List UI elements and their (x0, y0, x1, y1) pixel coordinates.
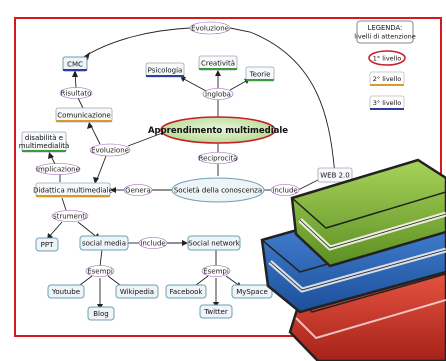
link-ingloba-psicologia (181, 77, 209, 93)
link-strumenti-social (77, 221, 99, 239)
svg-text:Youtube: Youtube (51, 288, 80, 296)
link-ingloba-teorie (229, 79, 249, 91)
books-stack-illustration (260, 158, 446, 361)
link-evoluzione-cmc (81, 27, 191, 59)
node-teorie: Teorie (245, 66, 275, 82)
link-labels: Evoluzione Risultato Ingloba Evoluzione … (35, 21, 300, 277)
svg-text:Genera: Genera (125, 187, 151, 195)
legend-level3: 3° livello (369, 95, 405, 110)
svg-text:CMC: CMC (67, 61, 83, 69)
link-web-evoluzione (229, 27, 336, 176)
node-twitter: Twitter (199, 304, 233, 319)
link-label-implicazione: implicazione (35, 163, 81, 175)
node-disabilita: disabilità e multimedialità (19, 131, 70, 153)
node-social-network: Social network (187, 235, 241, 251)
svg-text:1° livello: 1° livello (373, 55, 402, 63)
node-wikipedia: Wikipedia (115, 284, 159, 299)
link-include-web (297, 179, 319, 191)
svg-text:Reciprocità: Reciprocità (199, 155, 238, 163)
node-didattica: Didattica multimediale (33, 182, 113, 198)
link-social-esempi (99, 249, 103, 267)
link-label-genera: Genera (123, 184, 153, 196)
svg-text:Social network: Social network (188, 240, 240, 248)
link-label-ingloba: Ingloba (202, 88, 234, 100)
svg-text:social media: social media (82, 240, 126, 248)
svg-text:WEB 2.0: WEB 2.0 (320, 172, 350, 180)
svg-text:Ingloba: Ingloba (205, 91, 231, 99)
node-ppt: PPT (35, 237, 59, 252)
svg-text:implicazione: implicazione (36, 166, 80, 174)
svg-text:3° livello: 3° livello (373, 99, 402, 107)
link-label-include-right: Include (270, 184, 300, 196)
link-label-esempi-left: Esempi (85, 265, 115, 277)
svg-text:Esempi: Esempi (203, 268, 229, 276)
legend-subtitle: livelli di attenzione (354, 33, 415, 41)
legend-title: LEGENDA: (368, 24, 403, 32)
concept-nodes: CMC Comunicazione Psicologia Creatività … (19, 55, 353, 321)
node-psicologia: Psicologia (145, 62, 185, 78)
link-label-evoluzione-mid: Evoluzione (89, 143, 131, 157)
svg-text:Psicologia: Psicologia (148, 67, 183, 75)
node-societa: Società della conoscenza (171, 177, 265, 203)
node-web: WEB 2.0 (317, 167, 353, 183)
svg-text:Evoluzione: Evoluzione (191, 25, 229, 33)
link-evoluzione-didattica (95, 155, 107, 183)
legend-level2: 2° livello (369, 71, 405, 86)
node-facebook: Facebook (165, 284, 207, 299)
link-didattica-strumenti (61, 197, 67, 211)
svg-text:Teorie: Teorie (249, 71, 271, 79)
link-label-include-mid: Include (138, 237, 168, 249)
svg-text:2° livello: 2° livello (373, 75, 402, 83)
node-blog: Blog (87, 306, 115, 321)
svg-text:Twitter: Twitter (203, 308, 228, 316)
svg-text:multimedialità: multimedialità (19, 142, 70, 150)
green-book (290, 158, 446, 268)
svg-text:Blog: Blog (93, 310, 108, 318)
svg-text:Didattica multimediale: Didattica multimediale (33, 187, 113, 195)
legend-level1: 1° livello (368, 50, 406, 66)
svg-text:Wikipedia: Wikipedia (120, 288, 154, 296)
svg-text:Apprendimento multimediale: Apprendimento multimediale (148, 126, 288, 136)
svg-text:disabilità e: disabilità e (25, 134, 63, 142)
link-label-strumenti: strumenti (51, 210, 89, 222)
svg-text:Include: Include (140, 240, 165, 248)
legend: LEGENDA: livelli di attenzione 1° livell… (354, 20, 416, 110)
link-label-evoluzione-top: Evoluzione (189, 21, 231, 35)
svg-text:Risultato: Risultato (61, 90, 92, 98)
svg-text:PPT: PPT (41, 241, 54, 249)
link-label-esempi-right: Esempi (201, 265, 231, 277)
svg-text:MySpace: MySpace (236, 288, 268, 296)
link-central-evoluzione (127, 131, 166, 147)
svg-text:Esempi: Esempi (87, 268, 113, 276)
svg-text:Facebook: Facebook (170, 288, 204, 296)
node-youtube: Youtube (47, 284, 85, 299)
svg-text:Evoluzione: Evoluzione (91, 147, 129, 155)
node-cmc: CMC (62, 56, 88, 72)
svg-text:strumenti: strumenti (53, 213, 87, 221)
node-creativita: Creatività (198, 55, 238, 71)
node-central: Apprendimento multimediale (148, 116, 288, 144)
node-myspace: MySpace (231, 284, 273, 299)
link-label-reciprocita: Reciprocità (197, 152, 239, 164)
svg-text:Include: Include (272, 187, 297, 195)
svg-text:Società della conoscenza: Società della conoscenza (174, 187, 262, 195)
node-comunicazione: Comunicazione (55, 107, 113, 123)
link-label-risultato: Risultato (59, 87, 93, 99)
node-social-media: social media (79, 235, 129, 251)
svg-text:Comunicazione: Comunicazione (57, 112, 111, 120)
svg-text:Creatività: Creatività (201, 60, 235, 68)
